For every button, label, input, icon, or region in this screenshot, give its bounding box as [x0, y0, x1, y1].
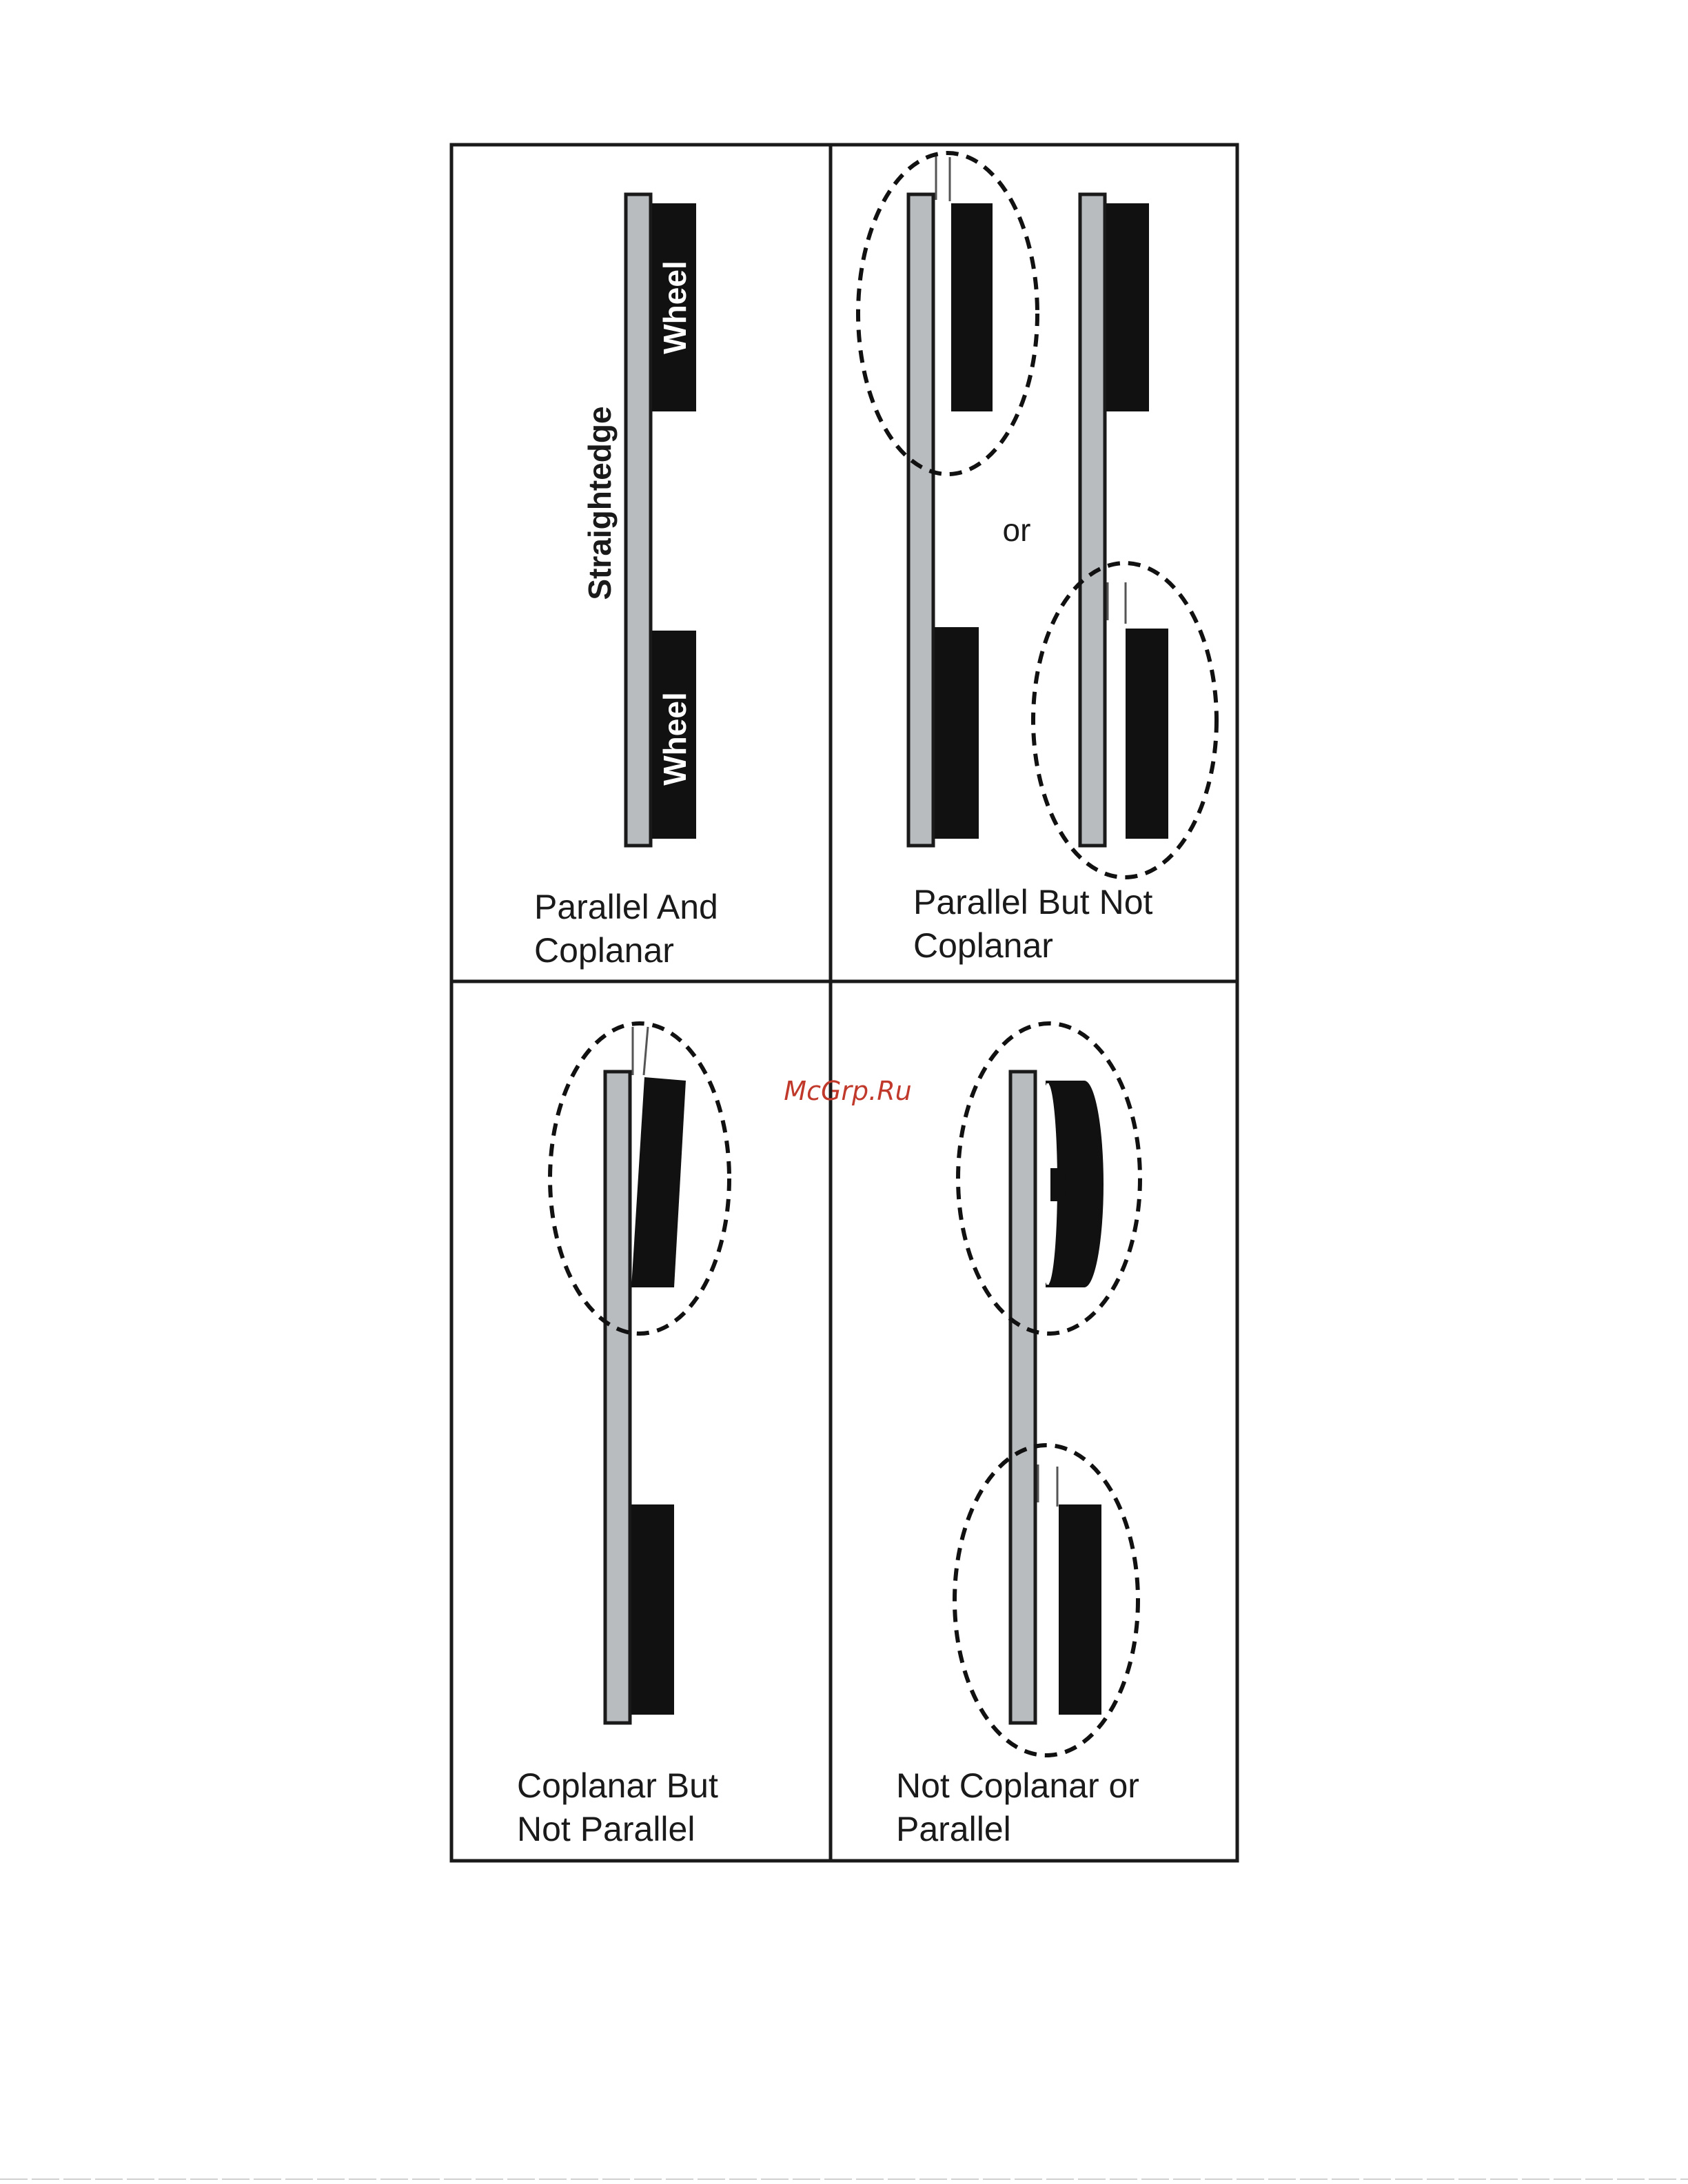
- wheel-top: [1106, 203, 1149, 411]
- wheel-top-cambered: [1038, 1081, 1104, 1287]
- wheel-bottom-offset: [1126, 629, 1168, 839]
- or-label: or: [1003, 512, 1031, 548]
- panel-caption-line2: Coplanar: [534, 931, 674, 970]
- straightedge: [626, 194, 651, 846]
- panel-caption-line1: Coplanar But: [517, 1766, 718, 1805]
- wheel-top-offset: [951, 203, 993, 411]
- highlight-circle: [955, 1445, 1138, 1755]
- wheel-label-bottom: Wheel: [657, 692, 693, 785]
- straightedge: [908, 194, 933, 846]
- watermark-text: McGrp.Ru: [784, 1076, 911, 1106]
- panel-parallel-but-not-coplanar: or Parallel But Not Coplanar: [858, 153, 1217, 965]
- wheel-bottom: [935, 627, 979, 839]
- panel-coplanar-but-not-parallel: Coplanar But Not Parallel: [517, 1023, 729, 1848]
- panel-not-coplanar-or-parallel: Not Coplanar or Parallel: [896, 1023, 1140, 1848]
- straightedge-label: Straightedge: [582, 406, 618, 600]
- straightedge: [1080, 194, 1105, 846]
- panel-caption-line2: Coplanar: [913, 926, 1053, 965]
- wheel-label-top: Wheel: [657, 261, 693, 354]
- highlight-circle: [858, 153, 1037, 474]
- wheel-bottom: [631, 1504, 674, 1715]
- straightedge: [1010, 1072, 1035, 1723]
- panel-caption-line2: Not Parallel: [517, 1810, 695, 1848]
- panel-caption-line1: Parallel But Not: [913, 883, 1152, 921]
- panel-caption-line1: Parallel And: [534, 888, 718, 926]
- panel-parallel-and-coplanar: Straightedge Wheel Wheel Parallel And Co…: [534, 194, 718, 970]
- wheel-top-angled: [631, 1077, 686, 1287]
- straightedge: [605, 1072, 630, 1723]
- panel-caption-line1: Not Coplanar or: [896, 1766, 1139, 1805]
- wheel-bottom-offset: [1059, 1504, 1101, 1715]
- panel-caption-line2: Parallel: [896, 1810, 1011, 1848]
- angle-tick: [644, 1027, 648, 1075]
